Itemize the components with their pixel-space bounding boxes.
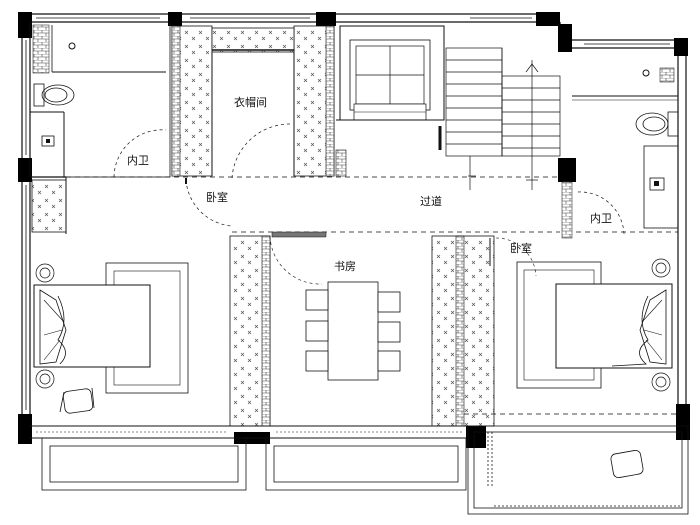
lounge-chair-icon	[59, 387, 95, 414]
cloakroom: 衣帽间	[171, 25, 335, 179]
door-swing-icon	[577, 191, 625, 235]
corridor: 过道	[30, 176, 560, 233]
bay-window-left	[41, 437, 247, 491]
study: 书房	[229, 231, 495, 427]
toilet-icon	[33, 83, 75, 107]
top-windows	[36, 17, 670, 45]
bedside-lamp-icon	[651, 258, 671, 392]
double-bed-icon	[33, 284, 151, 368]
toilet-icon	[635, 111, 679, 137]
right-balcony	[467, 425, 689, 515]
room-label-bedroom-right: 卧室	[510, 241, 532, 255]
staircase-icon	[438, 47, 561, 190]
structural-columns	[18, 12, 690, 448]
door-swing-icon	[495, 237, 537, 277]
room-label-study: 书房	[334, 260, 356, 273]
right-bedroom: 卧室	[464, 237, 678, 415]
bay-window-middle	[265, 437, 467, 491]
right-bathroom: 内卫	[561, 67, 679, 239]
room-label-bedroom-left: 卧室	[206, 190, 228, 204]
room-label-cloakroom: 衣帽间	[234, 95, 267, 109]
wash-basin-icon	[649, 177, 665, 191]
desk-with-chairs-icon	[305, 281, 401, 381]
room-label-corridor: 过道	[420, 194, 442, 208]
room-label-bath-right: 内卫	[590, 211, 612, 225]
room-label-bath-left: 内卫	[127, 153, 149, 167]
left-bedroom: 卧室	[30, 176, 233, 414]
double-bed-icon	[555, 283, 673, 369]
elevator-icon	[335, 25, 445, 177]
left-bathroom: 内卫	[29, 21, 171, 178]
door-swing-icon	[185, 179, 233, 227]
door-swing-icon	[231, 123, 291, 179]
bedside-lamp-icon	[35, 263, 55, 389]
lounge-chair-icon	[610, 449, 644, 479]
door-swing-icon	[269, 235, 323, 285]
wash-basin-icon	[41, 135, 55, 147]
